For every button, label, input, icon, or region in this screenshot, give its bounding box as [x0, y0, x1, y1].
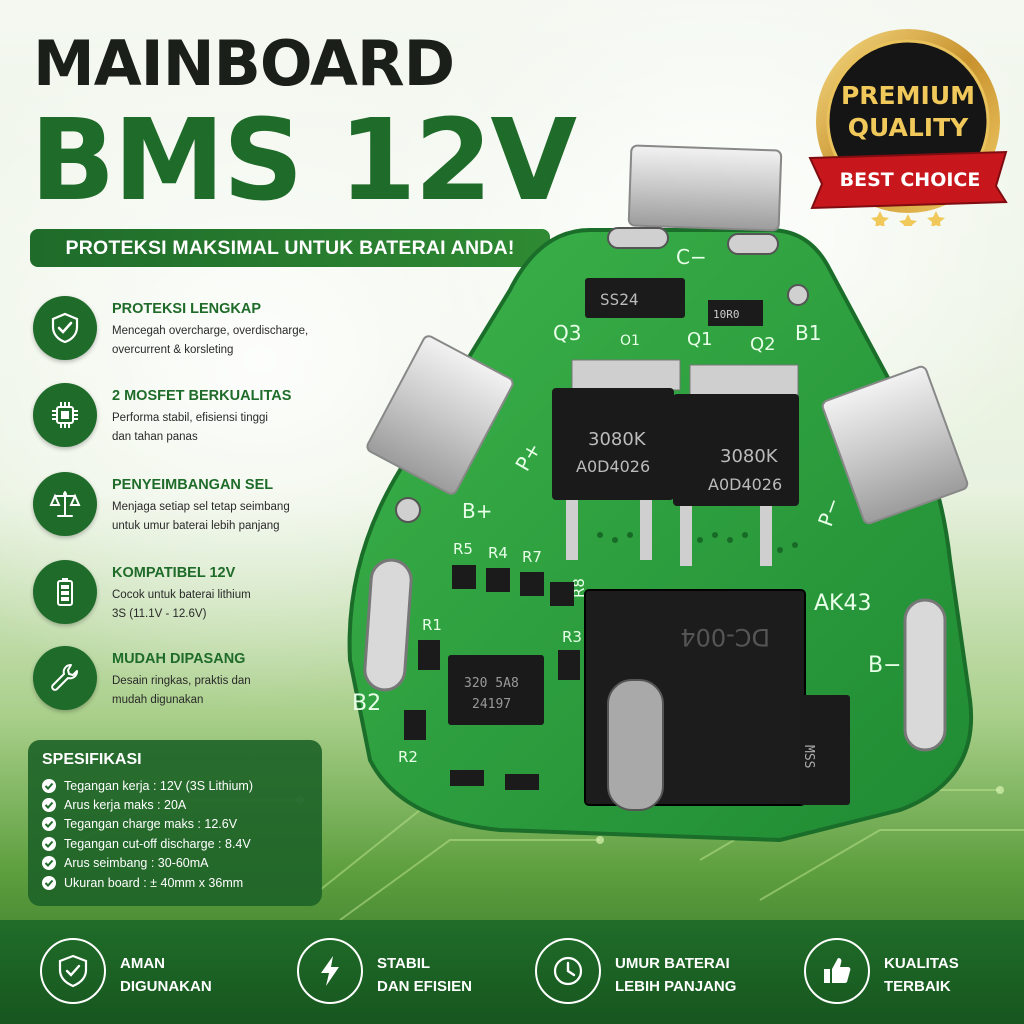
badge-quality-text: QUALITY — [848, 113, 969, 142]
check-icon — [42, 817, 56, 832]
label-b-minus: B− — [868, 653, 902, 678]
feature-item-mudah: MUDAH DIPASANG Desain ringkas, praktis d… — [30, 646, 350, 716]
svg-text:10R0: 10R0 — [713, 308, 740, 321]
badge-premium-text: PREMIUM — [841, 81, 975, 110]
footer-label: AMAN DIGUNAKAN — [120, 955, 212, 995]
subtitle-banner: PROTEKSI MAKSIMAL UNTUK BATERAI ANDA! — [30, 229, 550, 267]
label-c-minus: C− — [676, 245, 707, 269]
feature-title: PROTEKSI LENGKAP — [112, 301, 262, 317]
feature-item-kompatibel: KOMPATIBEL 12V Cocok untuk baterai lithi… — [30, 560, 350, 630]
label-r8: R8 — [570, 578, 588, 598]
spec-row: Ukuran board : ± 40mm x 36mm — [42, 873, 322, 892]
spec-row: Arus kerja maks : 20A — [42, 795, 322, 814]
label-dc004: DC-004 — [680, 623, 770, 651]
footer-label: KUALITAS TERBAIK — [884, 955, 959, 995]
clock-icon — [535, 938, 601, 1004]
feature-title: PENYEIMBANGAN SEL — [112, 477, 274, 493]
svg-text:SS24: SS24 — [600, 290, 639, 309]
check-icon — [42, 778, 56, 793]
feature-item-proteksi: PROTEKSI LENGKAP Mencegah overcharge, ov… — [30, 296, 350, 366]
feature-item-penyeimbangan: PENYEIMBANGAN SEL Menjaga setiap sel tet… — [30, 472, 350, 542]
diode-ss24 — [585, 278, 685, 318]
spec-row: Tegangan kerja : 12V (3S Lithium) — [42, 776, 322, 795]
label-ak43: AK43 — [814, 591, 871, 616]
diode-mss — [800, 695, 850, 805]
title-bms-12v: BMS 12V — [30, 96, 577, 226]
shield-heart-icon — [40, 938, 106, 1004]
check-icon — [42, 875, 56, 890]
footer-label: STABIL DAN EFISIEN — [377, 955, 473, 995]
svg-text:3080K: 3080K — [720, 446, 779, 467]
label-r1: R1 — [422, 616, 442, 634]
tab-c-minus — [627, 144, 783, 232]
label-r7: R7 — [522, 548, 542, 566]
shield-check-icon — [33, 296, 97, 360]
check-icon — [42, 836, 56, 851]
svg-text:320 5A8: 320 5A8 — [464, 676, 519, 691]
label-r2: R2 — [398, 748, 418, 766]
title-mainboard: MAINBOARD — [33, 27, 455, 100]
svg-text:MSS: MSS — [801, 745, 816, 768]
check-icon — [42, 856, 56, 871]
feature-title: KOMPATIBEL 12V — [112, 565, 236, 581]
premium-quality-badge: PREMIUM QUALITY BEST CHOICE — [808, 29, 1008, 226]
spec-row: Arus seimbang : 30-60mA — [42, 854, 322, 873]
label-q2: Q2 — [750, 334, 776, 355]
tab-p-minus — [821, 365, 969, 525]
label-r5: R5 — [453, 540, 473, 558]
slot-left — [363, 558, 413, 692]
spec-row: Tegangan cut-off discharge : 8.4V — [42, 834, 322, 853]
svg-text:A0D4026: A0D4026 — [708, 475, 782, 494]
label-q1: Q1 — [687, 329, 713, 350]
lightning-icon — [297, 938, 363, 1004]
wrench-icon — [33, 646, 97, 710]
check-icon — [42, 798, 56, 813]
label-b-plus: B+ — [462, 499, 492, 523]
badge-best-choice-text: BEST CHOICE — [840, 169, 981, 191]
spec-box: SPESIFIKASI Tegangan kerja : 12V (3S Lit… — [28, 740, 322, 906]
chip-icon — [33, 383, 97, 447]
slot-right — [903, 598, 947, 752]
label-q3: Q3 — [553, 321, 581, 345]
svg-text:3080K: 3080K — [588, 429, 647, 450]
mosfet-1: 3080K A0D4026 — [552, 359, 681, 560]
feature-item-mosfet: 2 MOSFET BERKUALITAS Performa stabil, ef… — [30, 383, 350, 453]
label-b1: B1 — [795, 321, 821, 345]
feature-title: MUDAH DIPASANG — [112, 651, 246, 667]
label-o1: O1 — [620, 333, 640, 349]
label-b2: B2 — [352, 691, 381, 716]
spec-row: Tegangan charge maks : 12.6V — [42, 815, 322, 834]
label-r3: R3 — [562, 628, 582, 646]
balance-scale-icon — [33, 472, 97, 536]
ic-10r0 — [708, 300, 763, 326]
thumbs-up-icon — [804, 938, 870, 1004]
svg-text:A0D4026: A0D4026 — [576, 457, 650, 476]
feature-desc: Mencegah overcharge, overdischarge,overc… — [112, 325, 309, 356]
ic-chip — [448, 655, 544, 725]
footer-label: UMUR BATERAI LEBIH PANJANG — [615, 955, 737, 995]
bms-board-image: C− P+ B+ P− SS24 10R0 Q3 O1 Q1 Q2 B1 308… — [347, 144, 974, 843]
spec-title: SPESIFIKASI — [42, 751, 142, 768]
svg-text:24197: 24197 — [472, 697, 511, 712]
label-r4: R4 — [488, 544, 508, 562]
mosfet-2: 3080K A0D4026 — [673, 364, 799, 566]
battery-icon — [33, 560, 97, 624]
tab-p-plus — [366, 335, 514, 495]
footer-bar: AMAN DIGUNAKAN STABIL DAN EFISIEN UMUR B… — [0, 920, 1024, 1024]
feature-title: 2 MOSFET BERKUALITAS — [112, 388, 292, 404]
